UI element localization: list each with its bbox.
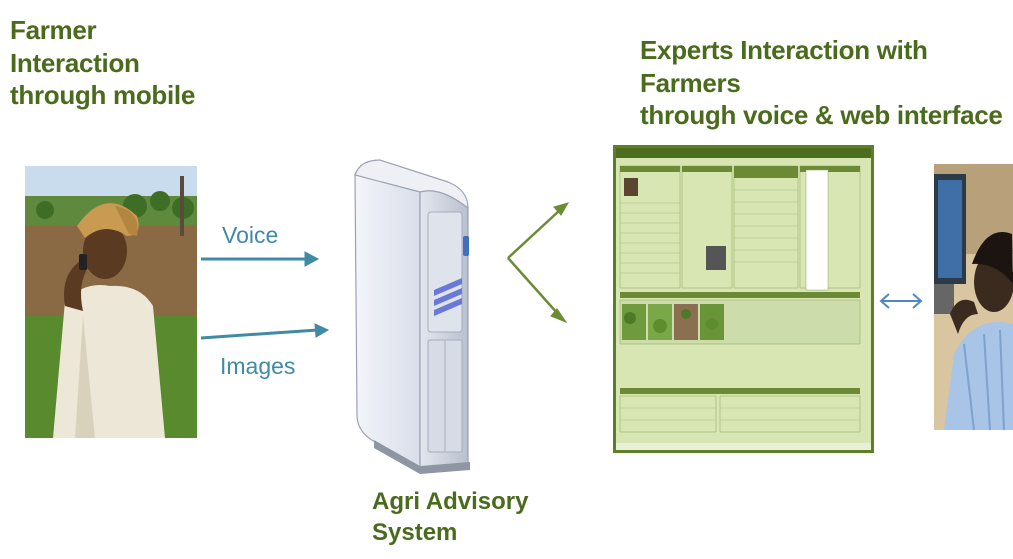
images-arrow xyxy=(200,323,330,340)
voice-arrow xyxy=(201,251,320,267)
farmer-title: Farmer Interaction through mobile xyxy=(10,14,250,112)
farmer-title-line-3: through mobile xyxy=(10,80,195,110)
expert-web-interface-screenshot xyxy=(613,145,874,453)
panel-header-bar xyxy=(616,148,871,158)
server-label: Agri Advisory System xyxy=(372,486,572,548)
operator-photo xyxy=(934,164,1013,430)
double-arrow-icon xyxy=(879,293,923,309)
expert-title-line-1: Experts Interaction with Farmers xyxy=(640,35,928,98)
server-label-line-1: Agri Advisory xyxy=(372,488,529,515)
panel-content xyxy=(619,165,861,433)
farmer-title-line-2: Interaction xyxy=(10,47,140,78)
expert-title: Experts Interaction with Farmers through… xyxy=(640,34,1010,132)
expert-title-line-2: through voice & web interface xyxy=(640,100,1003,130)
images-label: Images xyxy=(220,353,296,379)
farmer-photo xyxy=(25,166,197,438)
branch-arrows xyxy=(507,202,570,324)
server-label-line-2: System xyxy=(372,519,458,547)
voice-label: Voice xyxy=(222,222,279,248)
panel-status-bar xyxy=(616,443,871,450)
farmer-title-line-1: Farmer xyxy=(10,15,97,45)
